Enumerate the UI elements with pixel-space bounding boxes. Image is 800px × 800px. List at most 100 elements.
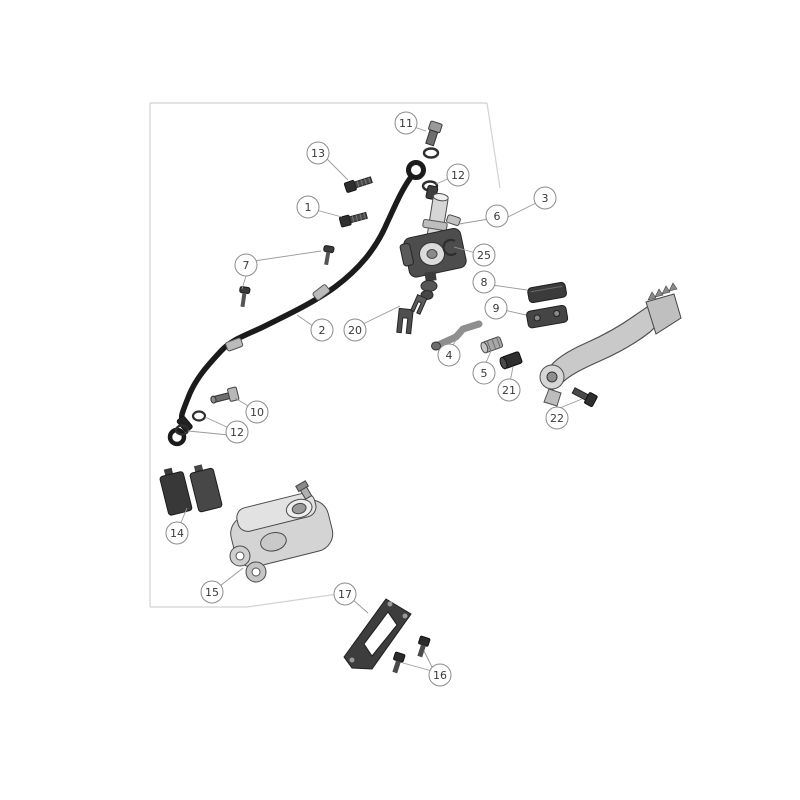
callout-22-label: 22 bbox=[550, 412, 564, 425]
callout-12a-label: 12 bbox=[451, 169, 465, 182]
callout-4-circle[interactable] bbox=[437, 343, 461, 367]
callout-6[interactable]: 6 bbox=[485, 204, 509, 228]
callout-9[interactable]: 9 bbox=[484, 296, 508, 320]
callout-12a[interactable]: 12 bbox=[446, 163, 470, 187]
caliper-lug-hole bbox=[251, 567, 261, 577]
callout-4-label: 4 bbox=[446, 349, 453, 362]
callout-7[interactable]: 7 bbox=[234, 253, 258, 277]
callout-8-circle[interactable] bbox=[472, 270, 496, 294]
callout-25[interactable]: 25 bbox=[472, 243, 496, 267]
callout-7-circle[interactable] bbox=[234, 253, 258, 277]
washer-12-bottom-a bbox=[191, 410, 207, 422]
heel-guard-bracket bbox=[343, 598, 412, 670]
bolt-16b bbox=[392, 651, 406, 674]
leader-line-2 bbox=[296, 314, 314, 327]
leader-line-14 bbox=[179, 507, 188, 526]
callout-14-circle[interactable] bbox=[165, 521, 189, 545]
leader-line-9 bbox=[503, 309, 527, 316]
callout-3[interactable]: 3 bbox=[533, 186, 557, 210]
brake-pads bbox=[159, 464, 223, 516]
leader-line-1 bbox=[315, 209, 343, 218]
callout-13-circle[interactable] bbox=[306, 141, 330, 165]
callout-10[interactable]: 10 bbox=[245, 400, 269, 424]
callout-8[interactable]: 8 bbox=[472, 270, 496, 294]
pushrod-arm-4 bbox=[432, 320, 483, 350]
leader-line-15 bbox=[219, 567, 244, 587]
bracket-hole bbox=[387, 601, 393, 607]
hose-clamp bbox=[312, 284, 331, 301]
pushrod-linkage bbox=[431, 320, 523, 370]
brake-hose bbox=[167, 160, 426, 447]
callout-13[interactable]: 13 bbox=[306, 141, 330, 165]
callout-16-circle[interactable] bbox=[428, 663, 452, 687]
callout-21[interactable]: 21 bbox=[497, 378, 521, 402]
pedal-pivot-hole bbox=[546, 371, 558, 383]
callout-10-circle[interactable] bbox=[245, 400, 269, 424]
circlip-25 bbox=[442, 238, 457, 256]
callout-22-circle[interactable] bbox=[545, 406, 569, 430]
callout-25-circle[interactable] bbox=[472, 243, 496, 267]
callout-6-circle[interactable] bbox=[485, 204, 509, 228]
callout-16[interactable]: 16 bbox=[428, 663, 452, 687]
callout-2[interactable]: 2 bbox=[310, 318, 334, 342]
callout-4[interactable]: 4 bbox=[437, 343, 461, 367]
callout-3-circle[interactable] bbox=[533, 186, 557, 210]
bushing-21 bbox=[499, 351, 523, 370]
callout-2-circle[interactable] bbox=[310, 318, 334, 342]
washer-12-upper bbox=[422, 147, 440, 159]
callout-11-circle[interactable] bbox=[394, 111, 418, 135]
clevis-fork-20 bbox=[396, 307, 414, 335]
callout-16-label: 16 bbox=[433, 669, 447, 682]
bolt-1 bbox=[338, 211, 368, 228]
callout-6-label: 6 bbox=[494, 210, 501, 223]
master-cylinder bbox=[396, 184, 467, 335]
callout-2-label: 2 bbox=[319, 324, 326, 337]
callout-5[interactable]: 5 bbox=[472, 361, 496, 385]
clamp-block-9 bbox=[526, 304, 569, 329]
callout-21-circle[interactable] bbox=[497, 378, 521, 402]
leader-line-16 bbox=[423, 650, 434, 670]
leader-line-10 bbox=[234, 397, 251, 408]
callout-21-label: 21 bbox=[502, 384, 516, 397]
washer-12-bottom-b bbox=[174, 424, 190, 436]
leader-line-12 bbox=[204, 416, 230, 429]
leader-line-20 bbox=[362, 305, 401, 325]
callout-5-circle[interactable] bbox=[472, 361, 496, 385]
callout-11-label: 11 bbox=[399, 117, 413, 130]
pushrod-end bbox=[431, 341, 441, 351]
banjo-bolt-10 bbox=[210, 386, 240, 404]
callout-22[interactable]: 22 bbox=[545, 406, 569, 430]
pedal-tip-teeth bbox=[647, 282, 678, 301]
leader-line-25 bbox=[453, 246, 477, 254]
callout-14[interactable]: 14 bbox=[165, 521, 189, 545]
callout-1-circle[interactable] bbox=[296, 195, 320, 219]
callout-12b[interactable]: 12 bbox=[225, 420, 249, 444]
callout-20[interactable]: 20 bbox=[343, 318, 367, 342]
callout-1[interactable]: 1 bbox=[296, 195, 320, 219]
callout-15-circle[interactable] bbox=[200, 580, 224, 604]
callout-1-label: 1 bbox=[305, 201, 312, 214]
callout-9-circle[interactable] bbox=[484, 296, 508, 320]
callout-5-label: 5 bbox=[481, 367, 488, 380]
callout-17[interactable]: 17 bbox=[333, 582, 357, 606]
bolt-22 bbox=[571, 387, 598, 407]
callout-3-label: 3 bbox=[542, 192, 549, 205]
bracket-hole bbox=[402, 613, 408, 619]
piston-stem bbox=[424, 271, 437, 282]
brake-caliper bbox=[229, 480, 334, 583]
pedal-tip-pad bbox=[645, 293, 682, 335]
callout-8-label: 8 bbox=[481, 276, 488, 289]
callout-12b-circle[interactable] bbox=[225, 420, 249, 444]
bolt-13 bbox=[343, 176, 373, 193]
callout-11[interactable]: 11 bbox=[394, 111, 418, 135]
pedal-heel bbox=[543, 388, 562, 407]
callout-14-label: 14 bbox=[170, 527, 184, 540]
callout-12a-circle[interactable] bbox=[446, 163, 470, 187]
hose-line bbox=[178, 174, 414, 424]
bolt-16a bbox=[417, 635, 431, 658]
callout-17-circle[interactable] bbox=[333, 582, 357, 606]
callout-15[interactable]: 15 bbox=[200, 580, 224, 604]
callout-20-circle[interactable] bbox=[343, 318, 367, 342]
